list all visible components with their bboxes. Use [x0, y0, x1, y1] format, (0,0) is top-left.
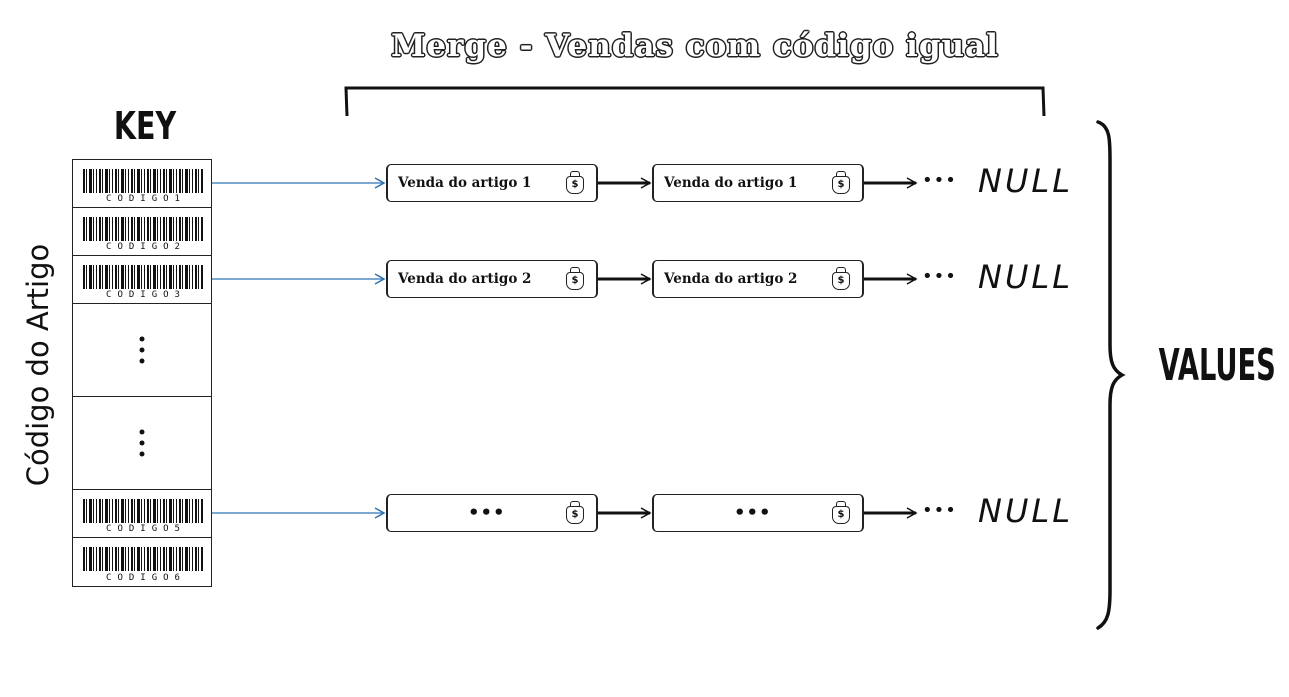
- money-bag-icon: $: [832, 267, 850, 291]
- barcode-icon: [83, 265, 203, 289]
- key-cell: CODIGO5: [73, 490, 211, 538]
- list-node: Venda do artigo 2 $: [386, 260, 598, 298]
- key-link-arrowhead: [374, 273, 386, 285]
- list-node: ••• $: [652, 494, 864, 532]
- list-node: ••• $: [386, 494, 598, 532]
- next-pointer-arrowhead: [906, 507, 918, 519]
- key-cell: CODIGO2: [73, 208, 211, 256]
- key-code: CODIGO1: [106, 194, 186, 204]
- money-bag-icon: $: [832, 501, 850, 525]
- next-pointer-arrowhead: [640, 273, 652, 285]
- next-pointer-arrowhead: [906, 177, 918, 189]
- key-code: CODIGO3: [106, 290, 186, 300]
- money-bag-icon: $: [566, 171, 584, 195]
- continuation-ellipsis: •••: [922, 500, 957, 521]
- key-code: CODIGO6: [106, 573, 186, 583]
- barcode-icon: [83, 169, 203, 193]
- key-link-arrowhead: [374, 507, 386, 519]
- barcode-icon: [83, 547, 203, 571]
- key-cell: CODIGO6: [73, 538, 211, 586]
- money-bag-icon: $: [566, 501, 584, 525]
- node-label: Venda do artigo 1: [664, 175, 798, 191]
- list-node: Venda do artigo 1 $: [386, 164, 598, 202]
- list-node: Venda do artigo 2 $: [652, 260, 864, 298]
- node-label: Venda do artigo 2: [398, 271, 532, 287]
- vertical-ellipsis-icon: [139, 429, 145, 457]
- vertical-ellipsis-icon: [139, 336, 145, 364]
- money-bag-icon: $: [832, 171, 850, 195]
- next-pointer-arrowhead: [906, 273, 918, 285]
- next-pointer-arrowhead: [640, 177, 652, 189]
- key-cell-ellipsis: [73, 304, 211, 397]
- merge-bracket: [344, 86, 1046, 117]
- key-cell: CODIGO3: [73, 256, 211, 304]
- continuation-ellipsis: •••: [922, 266, 957, 287]
- key-code: CODIGO5: [106, 524, 186, 534]
- barcode-icon: [83, 217, 203, 241]
- key-label: KEY: [113, 104, 177, 148]
- key-cell: CODIGO1: [73, 160, 211, 208]
- node-label: Venda do artigo 1: [398, 175, 532, 191]
- money-bag-icon: $: [566, 267, 584, 291]
- node-label: Venda do artigo 2: [664, 271, 798, 287]
- continuation-ellipsis: •••: [922, 170, 957, 191]
- key-cell-ellipsis: [73, 397, 211, 490]
- values-label: VALUES: [1158, 340, 1276, 391]
- next-pointer-arrowhead: [640, 507, 652, 519]
- values-brace: [1096, 120, 1126, 630]
- key-code: CODIGO2: [106, 242, 186, 252]
- diagram-title: Merge - Vendas com código igual: [391, 28, 999, 64]
- null-terminator: NULL: [978, 162, 1074, 200]
- null-terminator: NULL: [978, 492, 1074, 530]
- key-link-arrowhead: [374, 177, 386, 189]
- node-label: •••: [734, 502, 772, 524]
- side-label-text: Código do Artigo: [21, 243, 55, 487]
- null-terminator: NULL: [978, 258, 1074, 296]
- list-node: Venda do artigo 1 $: [652, 164, 864, 202]
- barcode-icon: [83, 499, 203, 523]
- node-label: •••: [468, 502, 506, 524]
